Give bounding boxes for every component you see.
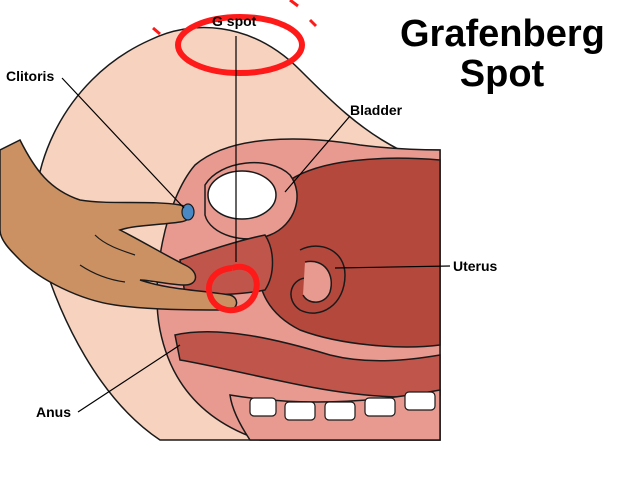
uterus-fold-1 bbox=[290, 245, 346, 314]
finger-crease-2 bbox=[79, 264, 126, 283]
uterus-fold-2 bbox=[302, 260, 332, 303]
gspot-label: G spot bbox=[212, 13, 257, 29]
page-title: Grafenberg Spot bbox=[400, 13, 605, 95]
bladder-label: Bladder bbox=[350, 102, 403, 118]
red-tick-1 bbox=[152, 26, 161, 36]
uterus-label: Uterus bbox=[453, 258, 498, 274]
title-line-1: Grafenberg bbox=[400, 13, 605, 55]
anus-label: Anus bbox=[36, 404, 71, 420]
clitoris-label: Clitoris bbox=[6, 68, 55, 84]
gspot-target-circle bbox=[205, 263, 260, 313]
leader-anus bbox=[77, 344, 181, 413]
vertebrae bbox=[249, 391, 436, 421]
bladder-interior bbox=[207, 170, 277, 220]
red-tick-2 bbox=[289, 0, 299, 8]
red-tick-3 bbox=[308, 18, 318, 28]
finger-crease-1 bbox=[94, 234, 136, 256]
title-line-2: Spot bbox=[459, 53, 545, 95]
clitoris bbox=[181, 203, 195, 221]
hand bbox=[0, 138, 238, 311]
leader-clitoris bbox=[61, 77, 185, 209]
gspot-label-circle bbox=[175, 14, 305, 76]
leader-bladder bbox=[284, 115, 351, 193]
leader-lines bbox=[61, 36, 451, 413]
leader-uterus bbox=[334, 265, 451, 269]
